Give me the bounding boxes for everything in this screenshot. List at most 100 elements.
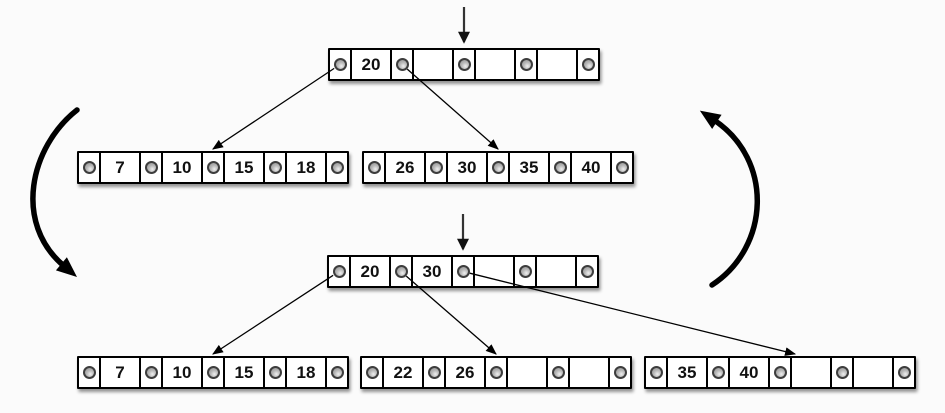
key-cell <box>570 358 610 387</box>
pointer-cell <box>515 257 537 286</box>
pointer-dot-icon <box>553 161 567 174</box>
pointer-dot-icon <box>457 58 471 71</box>
pointer-dot-icon <box>268 366 282 379</box>
pointer-cell <box>265 153 287 182</box>
pointer-dot-icon <box>613 366 627 379</box>
key-cell: 26 <box>386 153 426 182</box>
cycle-arrow-right-up <box>699 110 760 288</box>
pointer-dot-icon <box>330 366 344 379</box>
pointer-cell <box>548 358 570 387</box>
key-cell <box>476 50 516 79</box>
btree-node-right-child-after: 35 40 <box>644 356 916 389</box>
pointer-dot-icon <box>551 366 565 379</box>
key-cell: 30 <box>448 153 488 182</box>
pointer-dot-icon <box>427 366 441 379</box>
key-cell <box>508 358 548 387</box>
key-cell: 26 <box>446 358 486 387</box>
pointer-cell <box>454 50 476 79</box>
pointer-dot-icon <box>711 366 725 379</box>
pointer-cell <box>610 358 630 387</box>
pointer-dot-icon <box>489 366 503 379</box>
pointer-dot-icon <box>835 366 849 379</box>
pointer-cell <box>516 50 538 79</box>
cycle-arrow-left-down <box>30 107 80 277</box>
key-cell: 15 <box>225 358 265 387</box>
key-cell <box>854 358 894 387</box>
pointer-cell <box>392 50 414 79</box>
key-cell: 10 <box>163 358 203 387</box>
pointer-cell <box>203 153 225 182</box>
pointer-dot-icon <box>333 58 347 71</box>
pointer-dot-icon <box>394 265 408 278</box>
pointer-cell <box>612 153 632 182</box>
pointer-cell <box>203 358 225 387</box>
edge-arrow-root-before-p0 <box>212 67 335 150</box>
key-cell: 15 <box>225 153 265 182</box>
pointer-dot-icon <box>518 265 532 278</box>
pointer-cell <box>79 153 101 182</box>
pointer-dot-icon <box>206 366 220 379</box>
pointer-dot-icon <box>429 161 443 174</box>
key-cell <box>414 50 454 79</box>
pointer-cell <box>362 358 384 387</box>
pointer-cell <box>550 153 572 182</box>
key-cell: 35 <box>510 153 550 182</box>
btree-node-left-child-after: 7 10 15 18 <box>77 356 349 389</box>
key-cell: 10 <box>163 153 203 182</box>
pointer-dot-icon <box>395 58 409 71</box>
key-cell <box>538 50 578 79</box>
pointer-cell <box>453 257 475 286</box>
key-cell <box>792 358 832 387</box>
btree-node-left-child-before: 7 10 15 18 <box>77 151 349 184</box>
pointer-dot-icon <box>82 366 96 379</box>
key-cell <box>475 257 515 286</box>
pointer-dot-icon <box>144 161 158 174</box>
key-cell: 18 <box>287 153 327 182</box>
key-cell: 20 <box>352 50 392 79</box>
pointer-dot-icon <box>456 265 470 278</box>
pointer-dot-icon <box>82 161 96 174</box>
pointer-cell <box>646 358 668 387</box>
pointer-cell <box>330 50 352 79</box>
pointer-cell <box>141 358 163 387</box>
edge-arrow-root-before-p1 <box>406 68 499 150</box>
pointer-cell <box>364 153 386 182</box>
btree-node-root-before: 20 <box>328 48 600 81</box>
pointer-dot-icon <box>519 58 533 71</box>
pointer-cell <box>265 358 287 387</box>
pointer-dot-icon <box>581 58 595 71</box>
pointer-cell <box>488 153 510 182</box>
pointer-dot-icon <box>330 161 344 174</box>
key-cell: 7 <box>101 153 141 182</box>
pointer-dot-icon <box>897 366 911 379</box>
pointer-cell <box>329 257 351 286</box>
pointer-cell <box>79 358 101 387</box>
pointer-dot-icon <box>332 265 346 278</box>
pointer-cell <box>577 257 597 286</box>
key-cell <box>537 257 577 286</box>
key-cell: 35 <box>668 358 708 387</box>
pointer-dot-icon <box>206 161 220 174</box>
pointer-cell <box>327 358 347 387</box>
pointer-cell <box>832 358 854 387</box>
pointer-cell <box>486 358 508 387</box>
key-cell: 18 <box>287 358 327 387</box>
key-cell: 22 <box>384 358 424 387</box>
key-cell: 7 <box>101 358 141 387</box>
pointer-dot-icon <box>649 366 663 379</box>
pointer-cell <box>426 153 448 182</box>
key-cell: 40 <box>730 358 770 387</box>
pointer-cell <box>894 358 914 387</box>
pointer-cell <box>424 358 446 387</box>
pointer-dot-icon <box>773 366 787 379</box>
pointer-dot-icon <box>615 161 629 174</box>
pointer-cell <box>391 257 413 286</box>
pointer-dot-icon <box>367 161 381 174</box>
pointer-dot-icon <box>491 161 505 174</box>
btree-node-middle-child-after: 22 26 <box>360 356 632 389</box>
pointer-cell <box>578 50 598 79</box>
key-cell: 30 <box>413 257 453 286</box>
